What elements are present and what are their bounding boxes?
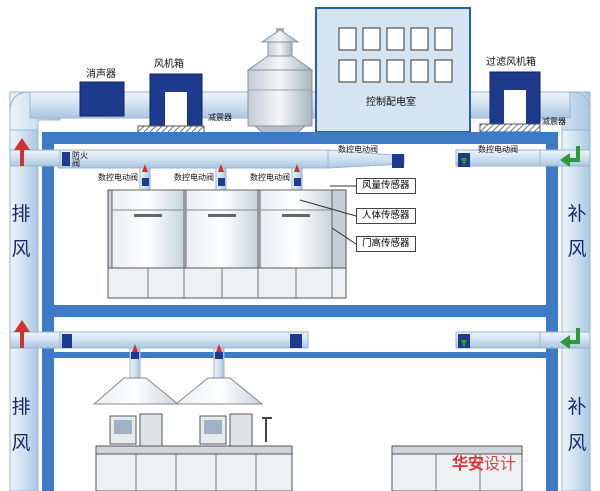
label-filter-fan-box: 过滤风机箱 bbox=[486, 57, 536, 68]
fire-damper-box bbox=[62, 152, 70, 166]
callout-air-volume-sensor: 风量传感器 bbox=[356, 178, 416, 195]
label-supply-2-upper: 风 bbox=[567, 238, 587, 260]
label-supply-2-lower: 风 bbox=[567, 432, 587, 454]
exhaust-arrow-upper bbox=[14, 138, 30, 166]
lower-exhaust-duct bbox=[9, 331, 309, 349]
fan-box bbox=[149, 73, 203, 127]
callout-body-sensor: 人体传感器 bbox=[356, 208, 416, 225]
label-cnc-valve-right: 数控电动阀 bbox=[478, 145, 518, 154]
exhaust-arrow-lower bbox=[14, 320, 30, 348]
label-fire-damper: 防火阀 bbox=[72, 151, 88, 169]
lab-bench-left bbox=[95, 413, 293, 491]
label-exhaust-1-upper: 排 bbox=[11, 203, 31, 225]
scrubber-tower bbox=[246, 28, 314, 135]
label-supply-1-upper: 补 bbox=[567, 203, 587, 225]
filter-fan-box bbox=[489, 71, 541, 125]
label-exhaust-2-lower: 风 bbox=[11, 432, 31, 454]
supply-arrow-lower bbox=[560, 328, 580, 349]
control-room bbox=[315, 7, 471, 133]
leader-body bbox=[299, 199, 357, 217]
label-exhaust-1-lower: 排 bbox=[11, 396, 31, 418]
fume-hood-row bbox=[107, 189, 347, 299]
lab-bench-right bbox=[391, 445, 523, 491]
supply-diffuser-arrows bbox=[461, 158, 467, 348]
label-control-room: 控制配电室 bbox=[366, 97, 416, 108]
label-cnc-valve-hood-3: 数控电动阀 bbox=[250, 173, 290, 182]
watermark-logo: 华安 bbox=[452, 454, 485, 473]
upper-exhaust-duct bbox=[9, 149, 405, 169]
callout-sash-height-sensor: 门高传感器 bbox=[356, 236, 416, 253]
label-cnc-valve-hood-2: 数控电动阀 bbox=[174, 173, 214, 182]
label-fan-box: 风机箱 bbox=[154, 59, 184, 70]
silencer-box bbox=[79, 81, 125, 117]
scrubber-right-pad bbox=[479, 123, 541, 133]
supply-arrow-upper bbox=[560, 146, 580, 167]
label-silencer: 消声器 bbox=[86, 69, 116, 80]
label-cnc-valve-hood-1: 数控电动阀 bbox=[98, 173, 138, 182]
label-scrubber-right: 减震器 bbox=[542, 117, 566, 126]
building-frame bbox=[42, 132, 558, 491]
watermark: 华安设计 bbox=[452, 450, 516, 474]
label-supply-1-lower: 补 bbox=[567, 396, 587, 418]
label-cnc-valve-top-right: 数控电动阀 bbox=[338, 145, 378, 154]
hood-arrows bbox=[132, 164, 300, 352]
label-scrubber-left: 减震器 bbox=[208, 113, 232, 122]
leader-sash bbox=[331, 227, 357, 245]
label-exhaust-2-upper: 风 bbox=[11, 238, 31, 260]
watermark-text: 设计 bbox=[484, 454, 517, 473]
canopy-hood-2 bbox=[174, 347, 264, 405]
